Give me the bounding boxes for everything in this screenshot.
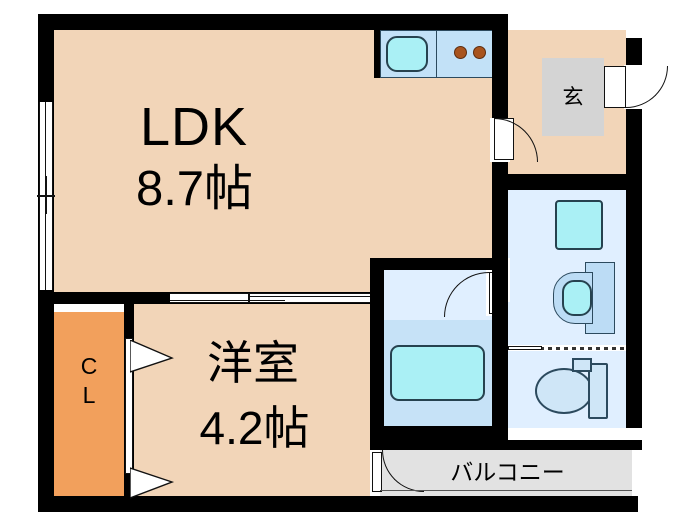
genkan-step-box [542, 58, 604, 136]
ldk-name-label: LDK [139, 97, 249, 157]
vanity-basin-icon [562, 280, 592, 316]
partition-center-mullion [248, 293, 250, 303]
room-ldk [54, 30, 374, 292]
wall-bath-right [492, 190, 508, 440]
stove-burner-right-icon [473, 46, 486, 59]
front-door-swing-icon [626, 66, 668, 108]
front-door-leaf[interactable] [604, 66, 626, 108]
folding-closet-door-icon[interactable] [130, 340, 175, 500]
closet-label-line1: C [80, 353, 98, 379]
toilet-sliding-door-icon[interactable] [540, 347, 626, 350]
partition-rail-2 [248, 296, 370, 298]
bedroom-area-label: 4.2帖 [199, 402, 310, 454]
kitchen-sink-icon [386, 36, 428, 72]
toilet-bowl-icon [535, 368, 593, 414]
wall-left-lower [38, 290, 54, 512]
closet-cl [54, 312, 124, 496]
balcony-label: バルコニー [450, 459, 565, 485]
wall-top-left [38, 14, 508, 30]
wall-right-outer [626, 38, 642, 428]
washing-machine-pan-icon [555, 200, 603, 250]
toilet-tank-icon [588, 363, 608, 419]
closet-label-line2: L [82, 381, 96, 408]
bedroom-name-label: 洋室 [207, 337, 299, 389]
partition-rail [170, 300, 285, 302]
toilet-seat-connector [572, 358, 592, 372]
balcony-rail [380, 490, 632, 492]
ldk-area-label: 8.7帖 [135, 162, 254, 216]
ldk-bedroom-partition[interactable] [170, 293, 370, 303]
wall-entrance-bottom [492, 174, 642, 190]
wall-bath-left [370, 268, 384, 440]
room-ldk-kitchen-strip [374, 78, 494, 292]
bathtub-icon [390, 345, 485, 401]
ldk-window-sash [45, 176, 47, 214]
wall-bath-top [370, 258, 508, 270]
wall-left-outer [38, 14, 54, 114]
closet-door-track[interactable] [125, 338, 133, 474]
toilet-door-leaf[interactable] [508, 346, 542, 350]
kitchen-counter-divider [436, 30, 438, 78]
wall-bottom [38, 496, 638, 512]
entrance-label: 玄 [562, 86, 584, 109]
stove-burner-left-icon [454, 46, 467, 59]
wall-entrance-left [492, 30, 508, 190]
wall-balcony-top [370, 440, 642, 450]
balcony-door-leaf[interactable] [372, 452, 382, 492]
closet-label: C L [54, 352, 124, 410]
wall-bath-bottom [370, 426, 508, 440]
balcony-outer-gap [632, 450, 642, 496]
room-bedroom [132, 304, 370, 496]
